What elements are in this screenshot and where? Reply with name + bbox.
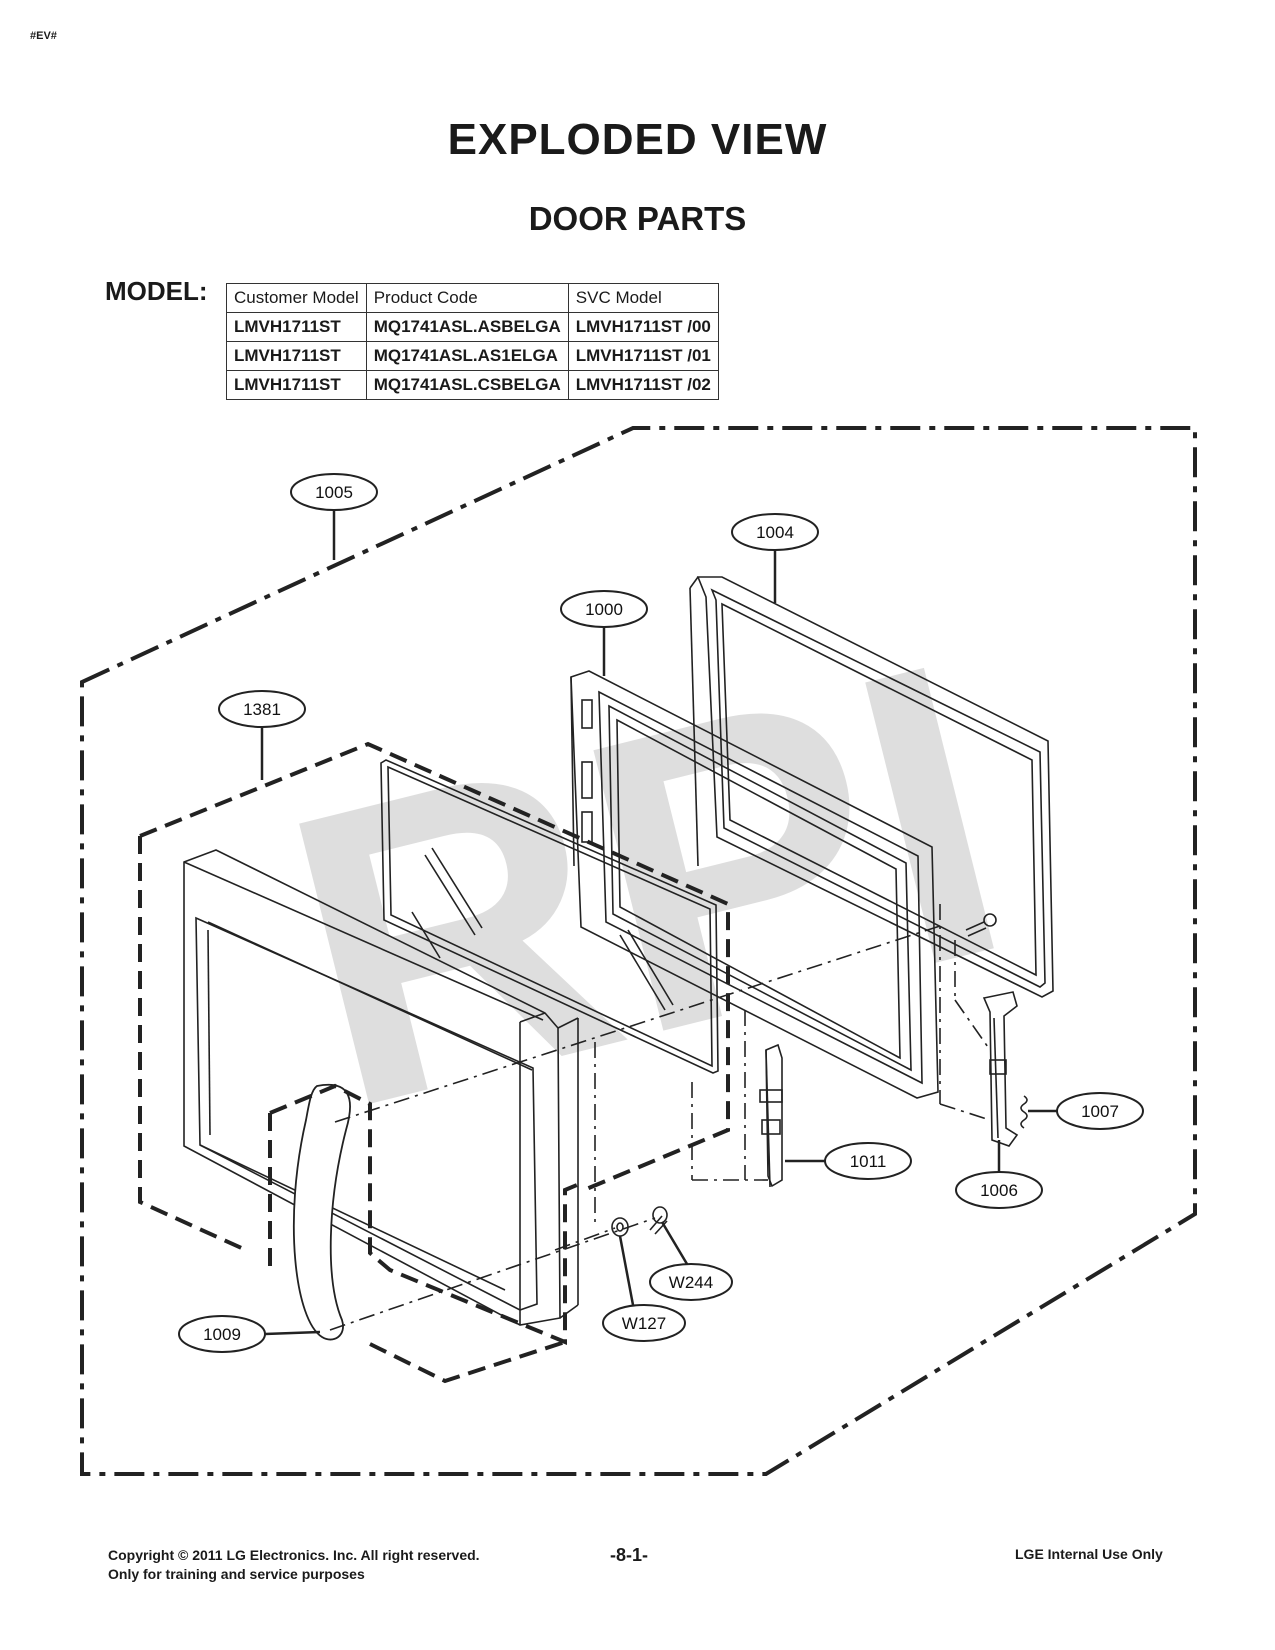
footer-copyright: Copyright © 2011 LG Electronics. Inc. Al… [108,1547,480,1563]
model-label: MODEL: [105,276,208,306]
callout-label-1006: 1006 [980,1181,1018,1200]
page-subtitle: DOOR PARTS [528,200,747,237]
callout-label-w244: W244 [669,1273,713,1292]
document-tag: #EV# [30,30,57,42]
choke-frame-part [689,576,1054,998]
callout-label-1007: 1007 [1081,1102,1119,1121]
product-code-cell: MQ1741ASL.CSBELGA [365,370,569,400]
handle-group-outline [269,1083,585,1345]
latch-spring-part [1020,1095,1028,1129]
callout-bubbles [178,473,1144,1353]
callout-label-1009: 1009 [203,1325,241,1344]
footer-internal-use: LGE Internal Use Only [1015,1546,1163,1562]
glass-group-outline-left [138,836,249,1253]
callout-label-1005: 1005 [315,483,353,502]
latch-lever-part [759,1043,783,1188]
handle-group-outline-bottom [369,1340,566,1384]
callout-label-w127: W127 [622,1314,666,1333]
model-table: Customer Model Product Code SVC Model LM… [226,283,719,400]
door-frame-screw [965,913,997,937]
table-row: LMVH1711ST MQ1741ASL.AS1ELGA LMVH1711ST … [226,341,719,371]
footer-note: Only for training and service purposes [108,1566,365,1582]
glass-group-outline-top [139,741,730,1192]
col-svc-model: SVC Model [567,283,719,313]
page-title: EXPLODED VIEW [447,115,828,164]
callout-label-1381: 1381 [243,700,281,719]
assembly-boundary-outline [80,426,1197,1476]
svc-model-cell: LMVH1711ST /00 [567,312,719,342]
customer-model-cell: LMVH1711ST [226,312,367,342]
table-row: LMVH1711ST MQ1741ASL.ASBELGA LMVH1711ST … [226,312,719,342]
svc-model-cell: LMVH1711ST /02 [567,370,719,400]
screw-part [611,1206,668,1237]
page-number: -8-1- [610,1545,649,1565]
product-code-cell: MQ1741ASL.AS1ELGA [365,341,569,371]
footer-copyright-block: Copyright © 2011 LG Electronics. Inc. Al… [108,1546,480,1584]
callout-label-1004: 1004 [756,523,794,542]
customer-model-cell: LMVH1711ST [226,370,367,400]
alignment-lines [329,904,991,1331]
door-outer-panel [183,849,579,1326]
door-glass-part [380,759,719,1074]
callout-label-1000: 1000 [585,600,623,619]
product-code-cell: MQ1741ASL.ASBELGA [365,312,569,342]
callout-label-1011: 1011 [850,1152,887,1171]
door-handle-part [292,1083,351,1341]
door-frame-part [570,670,939,1099]
table-row: LMVH1711ST MQ1741ASL.CSBELGA LMVH1711ST … [226,370,719,400]
latch-hook-part [982,991,1019,1147]
